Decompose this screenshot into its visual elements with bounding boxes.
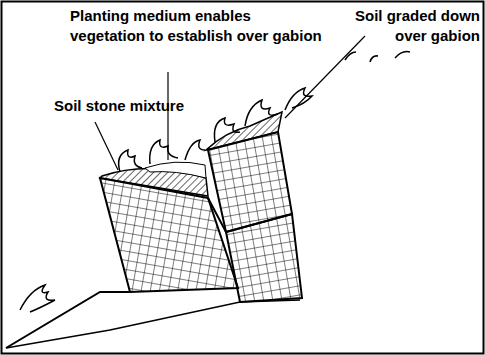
gabion-basket — [226, 214, 302, 302]
planting-medium — [145, 162, 206, 178]
vegetation — [20, 52, 410, 312]
callout-label: Soil graded down over gabion — [320, 6, 480, 46]
ground-line — [6, 300, 300, 348]
gabion-edge — [208, 198, 226, 232]
graded-soil — [206, 112, 282, 150]
ground-line — [6, 292, 130, 348]
callout-label: Planting medium enables vegetation to es… — [70, 6, 325, 46]
callout-label: Soil stone mixture — [54, 96, 184, 116]
